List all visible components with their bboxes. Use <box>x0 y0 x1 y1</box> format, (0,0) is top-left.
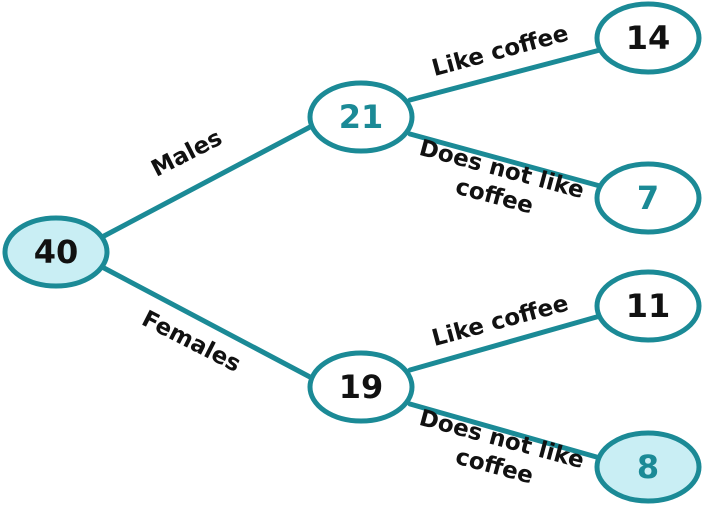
node-females-dislike-ellipse <box>594 430 702 504</box>
edge-males-dislike <box>407 131 603 189</box>
label-males-like-coffee: Like coffee <box>429 21 571 82</box>
node-root: 40 <box>2 215 110 289</box>
label-males-does-not-like-coffee: Does not like coffee <box>416 135 586 219</box>
edge-root-females <box>101 265 313 380</box>
edge-males-like <box>407 47 603 103</box>
node-root-value: 40 <box>34 233 79 271</box>
node-males-value: 21 <box>339 98 384 136</box>
node-females: 19 <box>307 350 415 424</box>
edge-females-dislike <box>407 401 603 461</box>
node-males-dislike: 7 <box>594 161 702 235</box>
node-females-value: 19 <box>339 368 384 406</box>
node-females-dislike: 8 <box>594 430 702 504</box>
node-males-like-value: 14 <box>626 19 671 57</box>
node-males-dislike-ellipse <box>594 161 702 235</box>
node-females-like-ellipse <box>594 269 702 343</box>
node-males-like-ellipse <box>594 1 702 75</box>
node-males: 21 <box>307 80 415 154</box>
edge-root-males <box>101 124 313 239</box>
node-males-dislike-value: 7 <box>637 179 659 217</box>
label-males: Males <box>147 125 226 182</box>
node-females-like: 11 <box>594 269 702 343</box>
node-males-ellipse <box>307 80 415 154</box>
edge-females-like <box>407 313 603 373</box>
node-root-ellipse <box>2 215 110 289</box>
node-males-like: 14 <box>594 1 702 75</box>
node-females-ellipse <box>307 350 415 424</box>
node-females-like-value: 11 <box>626 287 671 325</box>
node-females-dislike-value: 8 <box>637 448 659 486</box>
label-females-does-not-like-coffee: Does not like coffee <box>416 405 586 489</box>
